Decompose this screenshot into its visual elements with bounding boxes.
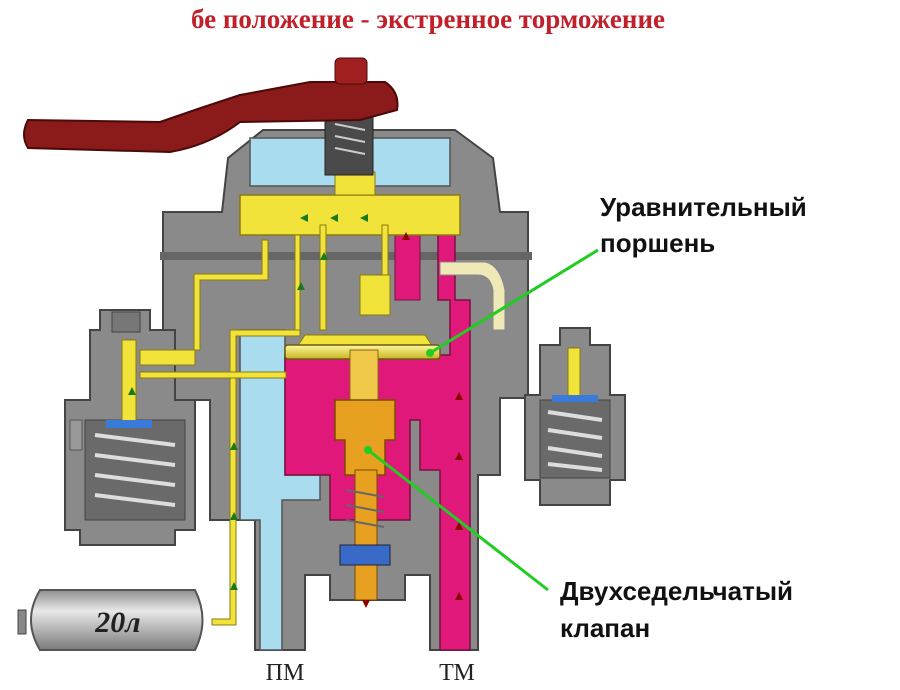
arrow-icon <box>320 252 328 260</box>
arrow-icon <box>230 442 238 450</box>
leader-dot-equalizing-piston <box>426 349 434 357</box>
operating-handle <box>23 57 399 176</box>
diagram-title: бе положение - экстренное торможение <box>191 4 665 34</box>
arrow-icon <box>455 522 463 530</box>
label-equalizing-piston: Уравнительный <box>600 192 807 222</box>
leader-line-double-seat-valve <box>367 448 549 592</box>
arrow-icon <box>297 282 305 290</box>
leader-dot-double-seat-valve <box>364 446 372 454</box>
arrow-icon <box>128 387 136 395</box>
brake-pipe-arrows <box>362 232 463 608</box>
arrow-icon <box>362 600 370 608</box>
port-label-tm: ТМ <box>439 660 475 686</box>
label-double-seat-valve: Двухседельчатый <box>560 576 793 606</box>
equalizing-reservoir-channels <box>139 171 461 626</box>
left-reducer-valve <box>64 309 196 546</box>
label-equalizing-piston-2: поршень <box>600 228 715 258</box>
arrow-icon <box>455 392 463 400</box>
arrow-icon <box>300 214 308 222</box>
arrow-icon <box>455 452 463 460</box>
arrow-icon <box>360 214 368 222</box>
arrow-icon <box>230 582 238 590</box>
leader-line-equalizing-piston <box>429 248 599 355</box>
port-label-pm: ПМ <box>266 660 305 686</box>
exhaust-channel <box>439 261 506 331</box>
tank-volume-label: 20л <box>94 606 140 639</box>
right-reducer-valve <box>524 327 626 506</box>
double-seat-valve <box>334 399 396 601</box>
label-double-seat-valve-2: клапан <box>560 613 650 643</box>
flow-arrows <box>128 214 368 590</box>
arrow-icon <box>330 214 338 222</box>
arrow-icon <box>230 512 238 520</box>
arrow-icon <box>402 232 410 240</box>
arrow-icon <box>455 592 463 600</box>
reservoir-tank: 20л <box>17 589 204 651</box>
